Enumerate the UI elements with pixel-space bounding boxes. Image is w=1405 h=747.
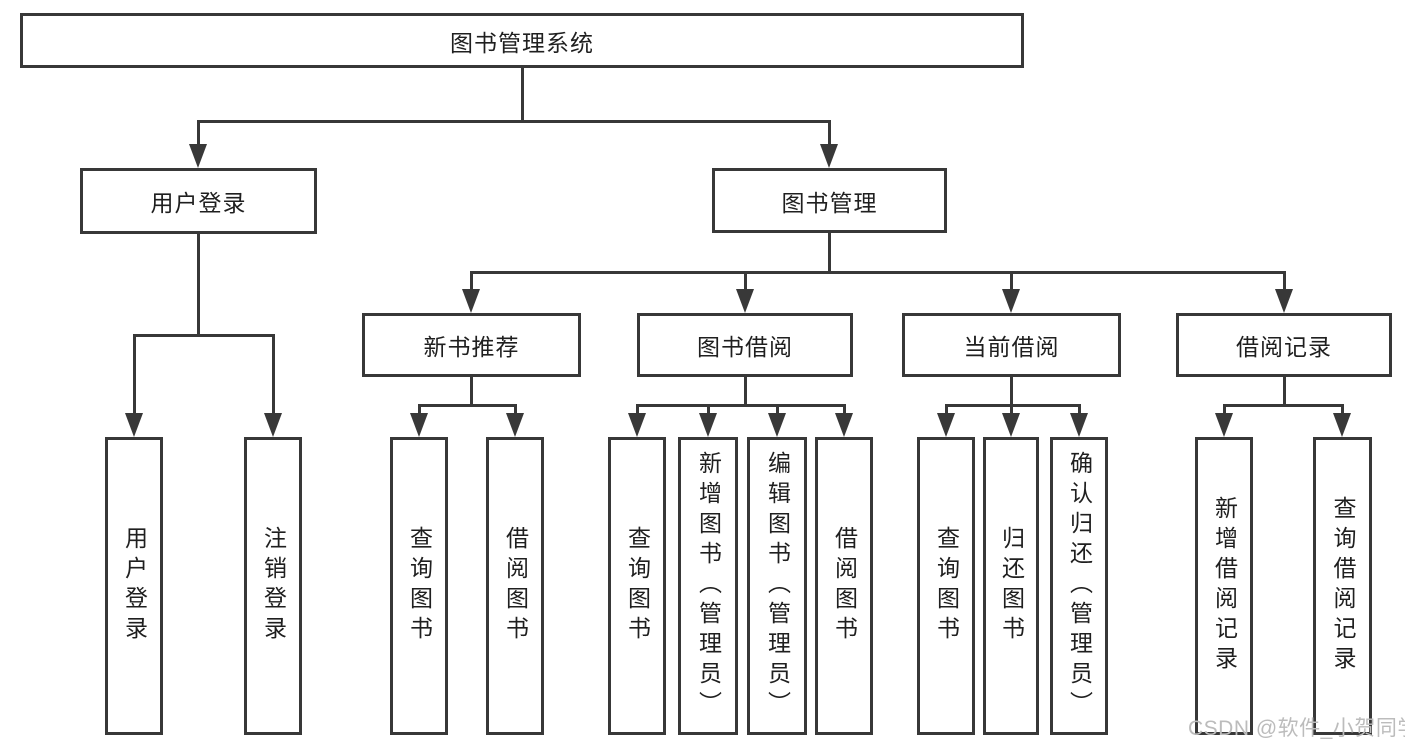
connector-user-login-drop (197, 120, 200, 148)
node-library-system: 图书管理系统 (20, 13, 1024, 68)
node-book-management: 图书管理 (712, 168, 947, 233)
connector-user-login-stem (197, 234, 200, 334)
leaf-confirm-return-admin: 确认归还（管理员） (1050, 437, 1108, 735)
connector-leaf-drop (418, 404, 421, 416)
node-user-login: 用户登录 (80, 168, 317, 234)
arrowhead-current-borrow (1002, 289, 1020, 313)
arrowhead-leaf (768, 413, 786, 437)
leaf-borrow-books-recommend: 借阅图书 (486, 437, 544, 735)
arrowhead-book-mgmt (820, 144, 838, 168)
leaf-add-borrow-record: 新增借阅记录 (1195, 437, 1253, 735)
leaf-query-books-current: 查询图书 (917, 437, 975, 735)
leaf-user-login: 用户登录 (105, 437, 163, 735)
leaf-label: 借阅图书 (831, 526, 858, 646)
leaf-query-books-recommend: 查询图书 (390, 437, 448, 735)
connector-current-borrow-drop (1010, 271, 1013, 291)
node-new-book-recommend: 新书推荐 (362, 313, 581, 377)
leaf-borrow-books: 借阅图书 (815, 437, 873, 735)
connector-group3-rail (1223, 404, 1344, 407)
connector-group0-stem (470, 377, 473, 404)
arrowhead-leaf (506, 413, 524, 437)
leaf-label: 归还图书 (998, 526, 1025, 646)
arrowhead-book-borrow (736, 289, 754, 313)
connector-user-login-rail (134, 334, 275, 337)
connector-group2-stem (1010, 377, 1013, 404)
arrowhead-leaf (628, 413, 646, 437)
arrowhead-leaf-logout (264, 413, 282, 437)
arrowhead-new-book (462, 289, 480, 313)
connector-leaf-drop (843, 404, 846, 416)
leaf-query-borrow-record: 查询借阅记录 (1313, 437, 1372, 735)
connector-leaf-drop (707, 404, 710, 416)
arrowhead-leaf (1070, 413, 1088, 437)
connector-leaf-drop (1341, 404, 1344, 416)
connector-group1-stem (744, 377, 747, 404)
connector-leaf-drop (776, 404, 779, 416)
connector-group3-stem (1283, 377, 1286, 404)
leaf-label: 编辑图书（管理员） (764, 451, 791, 721)
node-borrowing-records: 借阅记录 (1176, 313, 1392, 377)
arrowhead-leaf-login (125, 413, 143, 437)
arrowhead-leaf (1002, 413, 1020, 437)
arrowhead-leaf (410, 413, 428, 437)
leaf-label: 查询图书 (624, 526, 651, 646)
connector-leaf-drop (1223, 404, 1226, 416)
leaf-return-books: 归还图书 (983, 437, 1039, 735)
connector-leaf-drop (1078, 404, 1081, 416)
arrowhead-leaf (1333, 413, 1351, 437)
connector-borrow-records-drop (1283, 271, 1286, 291)
arrowhead-leaf (937, 413, 955, 437)
leaf-add-books-admin: 新增图书（管理员） (678, 437, 738, 735)
connector-group1-rail (636, 404, 845, 407)
connector-leaf-drop (945, 404, 948, 416)
connector-leaf-logout-drop (272, 334, 275, 413)
arrowhead-leaf (835, 413, 853, 437)
connector-new-book-drop (470, 271, 473, 291)
connector-leaf-drop (514, 404, 517, 416)
node-current-borrowing: 当前借阅 (902, 313, 1121, 377)
leaf-label: 借阅图书 (502, 526, 529, 646)
leaf-logout: 注销登录 (244, 437, 302, 735)
connector-leaf-drop (1010, 404, 1013, 416)
leaf-label: 确认归还（管理员） (1066, 451, 1093, 721)
arrowhead-leaf (1215, 413, 1233, 437)
connector-group0-rail (418, 404, 517, 407)
leaf-label: 查询图书 (406, 526, 433, 646)
leaf-edit-books-admin: 编辑图书（管理员） (747, 437, 807, 735)
node-book-borrowing: 图书借阅 (637, 313, 853, 377)
arrowhead-borrow-records (1275, 289, 1293, 313)
connector-level3-rail (470, 271, 1286, 274)
arrowhead-user-login (189, 144, 207, 168)
connector-book-mgmt-stem (828, 233, 831, 271)
leaf-label: 用户登录 (121, 526, 148, 646)
leaf-label: 新增图书（管理员） (695, 451, 722, 721)
leaf-query-books-borrow: 查询图书 (608, 437, 666, 735)
connector-leaf-drop (636, 404, 639, 416)
leaf-label: 查询借阅记录 (1330, 496, 1356, 676)
connector-book-borrow-drop (744, 271, 747, 291)
watermark-text: CSDN @软件_小贺同学 (1188, 717, 1405, 740)
leaf-label: 注销登录 (260, 526, 287, 646)
connector-root-stem (521, 68, 524, 120)
arrowhead-leaf (699, 413, 717, 437)
connector-level2-rail (197, 120, 831, 123)
connector-leaf-login-drop (133, 334, 136, 413)
leaf-label: 查询图书 (933, 526, 960, 646)
connector-book-mgmt-drop (828, 120, 831, 148)
leaf-label: 新增借阅记录 (1211, 496, 1238, 676)
